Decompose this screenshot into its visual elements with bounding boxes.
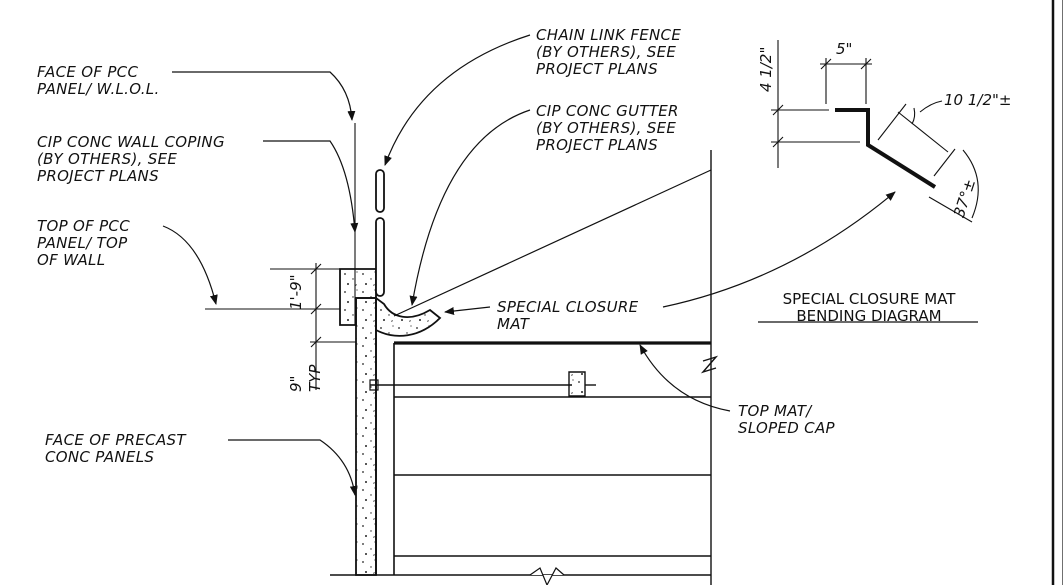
label-special-closure-mat: SPECIAL CLOSURE MAT (497, 298, 639, 333)
label-top-mat-sloped-cap: TOP MAT/ SLOPED CAP (738, 402, 835, 437)
gutter (376, 298, 440, 336)
dim-nine-inch: 9" (287, 375, 305, 392)
dim-slope-length: 10 1/2"± (944, 91, 1012, 109)
dim-rise: 4 1/2" (757, 46, 775, 92)
bending-diagram-title: SPECIAL CLOSURE MAT BENDING DIAGRAM (782, 290, 956, 325)
leader-lines (163, 35, 896, 496)
label-wall-coping: CIP CONC WALL COPING (BY OTHERS), SEE PR… (37, 133, 225, 185)
dim-coping-height: 1'-9" (287, 274, 305, 310)
dimension-lines-left (205, 123, 356, 390)
label-chain-link-fence: CHAIN LINK FENCE (BY OTHERS), SEE PROJEC… (536, 26, 682, 78)
label-conc-gutter: CIP CONC GUTTER (BY OTHERS), SEE PROJECT… (536, 102, 679, 154)
precast-panel (356, 298, 376, 575)
reinforcement-layout (330, 150, 716, 585)
label-face-of-pcc-panel: FACE OF PCC PANEL/ W.L.O.L. (37, 63, 160, 98)
dim-typ: TYP (306, 364, 324, 392)
fence-post (376, 170, 384, 296)
dim-top-width: 5" (836, 40, 853, 58)
label-top-of-pcc-panel: TOP OF PCC PANEL/ TOP OF WALL (37, 217, 130, 269)
label-face-of-precast-panels: FACE OF PRECAST CONC PANELS (45, 431, 186, 466)
sheet-border (1053, 0, 1063, 585)
bending-diagram (758, 40, 978, 322)
